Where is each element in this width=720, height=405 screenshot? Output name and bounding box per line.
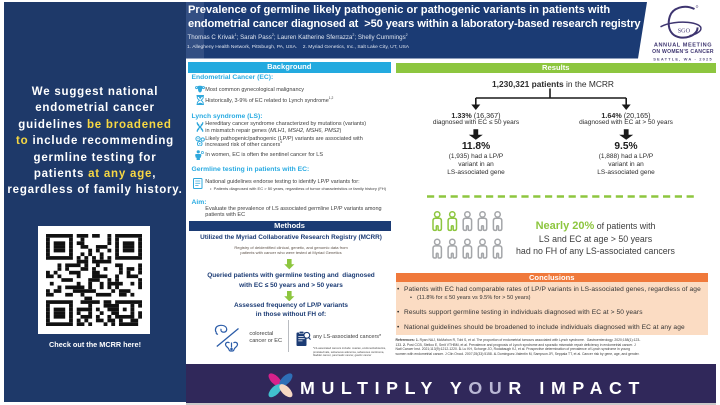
svg-text:ON WOMEN'S CANCER: ON WOMEN'S CANCER bbox=[652, 49, 714, 55]
svg-text:SGO: SGO bbox=[678, 28, 691, 34]
svg-text:ANNUAL MEETING: ANNUAL MEETING bbox=[654, 43, 712, 49]
svg-text:SEATTLE, WA - 2025: SEATTLE, WA - 2025 bbox=[653, 57, 713, 62]
